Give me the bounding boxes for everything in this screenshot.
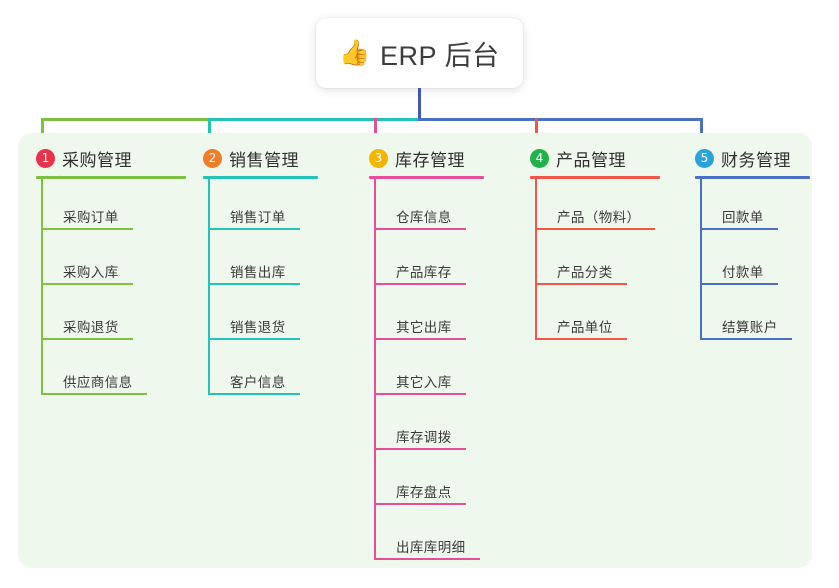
branch-header-rule bbox=[36, 176, 186, 179]
branch-number-badge: 3 bbox=[369, 148, 388, 168]
branch-number-badge: 2 bbox=[203, 148, 222, 168]
branch-spine bbox=[208, 176, 210, 395]
branch-item-rule bbox=[208, 338, 300, 340]
branch-item-label: 销售订单 bbox=[230, 210, 286, 225]
branch-title: 销售管理 bbox=[229, 150, 299, 170]
branch-item-rule bbox=[41, 283, 133, 285]
branch-item-rule bbox=[535, 228, 655, 230]
branch-header-4[interactable]: 4 产品管理 bbox=[530, 146, 660, 170]
branch-number-badge: 4 bbox=[530, 148, 549, 168]
branch-panel bbox=[18, 133, 812, 568]
branch-item-label: 销售退货 bbox=[230, 320, 286, 335]
branch-item-label: 结算账户 bbox=[722, 320, 778, 335]
branch-column-5: 5 财务管理回款单付款单结算账户 bbox=[695, 146, 810, 340]
branch-item-rule bbox=[208, 283, 300, 285]
branch-header-rule bbox=[203, 176, 318, 179]
root-node-card[interactable]: 👍 ERP 后台 bbox=[316, 18, 523, 88]
branch-item-rule bbox=[41, 228, 133, 230]
branch-item-label: 其它入库 bbox=[396, 375, 452, 390]
branch-item-rule bbox=[374, 558, 480, 560]
branch-item-rule bbox=[700, 338, 792, 340]
branch-item-label: 供应商信息 bbox=[63, 375, 133, 390]
branch-item-label: 回款单 bbox=[722, 210, 764, 225]
branch-header-2[interactable]: 2 销售管理 bbox=[203, 146, 318, 170]
branch-item-rule bbox=[374, 503, 466, 505]
branch-item-label: 产品分类 bbox=[557, 265, 613, 280]
branch-item-label: 产品（物料） bbox=[557, 210, 641, 225]
branch-header-rule bbox=[695, 176, 810, 179]
thumbs-up-icon: 👍 bbox=[339, 38, 372, 67]
branch-spine bbox=[535, 176, 537, 340]
branch-item-rule bbox=[41, 393, 147, 395]
branch-item-label: 库存盘点 bbox=[396, 485, 452, 500]
bus-segment-1 bbox=[41, 118, 210, 121]
branch-item-rule bbox=[374, 283, 466, 285]
branch-spine bbox=[41, 176, 43, 395]
branch-column-4: 4 产品管理产品（物料） 产品分类产品单位 bbox=[530, 146, 660, 340]
branch-header-1[interactable]: 1 采购管理 bbox=[36, 146, 186, 170]
branch-item-rule bbox=[700, 228, 778, 230]
branch-item-rule bbox=[700, 283, 778, 285]
branch-item-rule bbox=[208, 228, 300, 230]
branch-title: 采购管理 bbox=[62, 150, 132, 170]
branch-item-rule bbox=[374, 338, 466, 340]
branch-item-rule bbox=[374, 393, 466, 395]
branch-item-label: 客户信息 bbox=[230, 375, 286, 390]
branch-item-label: 出库库明细 bbox=[396, 540, 466, 555]
trunk-line bbox=[418, 88, 421, 121]
root-node-title: 👍 ERP 后台 bbox=[339, 34, 499, 73]
branch-header-rule bbox=[369, 176, 484, 179]
branch-item-rule bbox=[535, 338, 627, 340]
bus-segment-2 bbox=[208, 118, 421, 121]
branch-item-label: 产品单位 bbox=[557, 320, 613, 335]
branch-column-3: 3 库存管理仓库信息产品库存其它出库其它入库库存调拨库存盘点出库库明细 bbox=[369, 146, 484, 560]
branch-item-label: 产品库存 bbox=[396, 265, 452, 280]
branch-item-label: 其它出库 bbox=[396, 320, 452, 335]
branch-item-label: 付款单 bbox=[722, 265, 764, 280]
branch-item-label: 采购订单 bbox=[63, 210, 119, 225]
branch-title: 库存管理 bbox=[395, 150, 465, 170]
branch-item-rule bbox=[374, 448, 466, 450]
branch-title: 财务管理 bbox=[721, 150, 791, 170]
branch-column-2: 2 销售管理销售订单销售出库销售退货客户信息 bbox=[203, 146, 318, 395]
branch-number-badge: 5 bbox=[695, 148, 714, 168]
branch-header-rule bbox=[530, 176, 660, 179]
branch-spine bbox=[374, 176, 376, 560]
branch-header-3[interactable]: 3 库存管理 bbox=[369, 146, 484, 170]
root-node-label: ERP 后台 bbox=[380, 40, 500, 71]
bus-segment-3 bbox=[418, 118, 703, 121]
branch-item-rule bbox=[374, 228, 466, 230]
branch-item-label: 库存调拨 bbox=[396, 430, 452, 445]
branch-spine bbox=[700, 176, 702, 340]
branch-item-label: 采购退货 bbox=[63, 320, 119, 335]
branch-item-label: 仓库信息 bbox=[396, 210, 452, 225]
branch-item-label: 采购入库 bbox=[63, 265, 119, 280]
branch-item-rule bbox=[535, 283, 627, 285]
branch-title: 产品管理 bbox=[556, 150, 626, 170]
branch-item-rule bbox=[208, 393, 300, 395]
branch-column-1: 1 采购管理采购订单采购入库采购退货供应商信息 bbox=[36, 146, 186, 395]
branch-item-label: 销售出库 bbox=[230, 265, 286, 280]
branch-item-rule bbox=[41, 338, 133, 340]
branch-number-badge: 1 bbox=[36, 148, 55, 168]
branch-header-5[interactable]: 5 财务管理 bbox=[695, 146, 810, 170]
